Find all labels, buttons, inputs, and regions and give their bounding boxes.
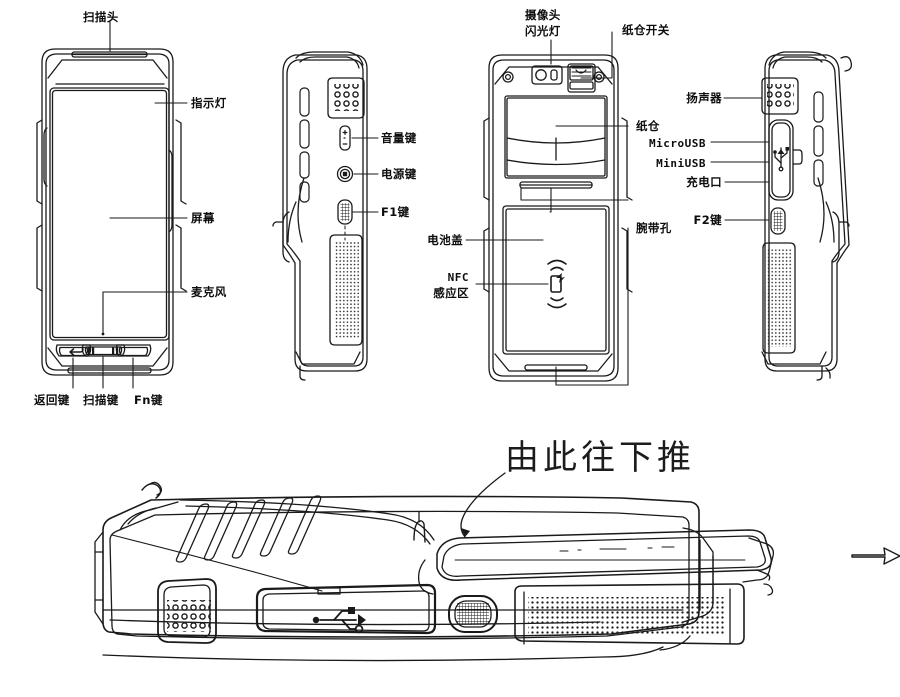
label-nfc-zone: 感应区 (433, 286, 469, 300)
direction-arrow-icon (851, 547, 900, 565)
label-battery-cover: 电池盖 (427, 233, 463, 247)
usb-icon-bottom (312, 607, 366, 634)
label-back-key: 返回键 (34, 393, 70, 407)
back-view-leaders (465, 31, 629, 386)
label-screen: 屏幕 (191, 211, 215, 225)
front-view-leaders (72, 21, 188, 389)
nfc-icon (547, 259, 567, 309)
label-charge-port: 充电口 (686, 175, 722, 189)
label-micro-usb: MicroUSB (649, 137, 706, 150)
usb-icon (773, 147, 790, 172)
label-paper-bin: 纸仓 (636, 119, 660, 133)
label-nfc: NFC (447, 271, 469, 284)
label-fn-key: Fn键 (134, 393, 163, 407)
label-speaker: 扬声器 (686, 91, 722, 105)
label-indicator-light: 指示灯 (191, 96, 227, 110)
label-f1-key: F1键 (381, 205, 410, 219)
right-side-leaders (710, 97, 770, 221)
label-camera: 摄像头 (525, 8, 561, 22)
bottom-detail-headline: 由此往下推 (505, 438, 695, 478)
label-volume-key: 音量键 (381, 131, 417, 145)
label-paper-switch: 纸仓开关 (622, 23, 670, 37)
left-side-view-drawing (272, 51, 368, 381)
right-side-view-drawing (761, 51, 853, 381)
bottom-detail-drawing (94, 481, 775, 662)
bottom-internal-leader (111, 534, 323, 592)
label-strap-hole: 腕带孔 (636, 221, 672, 235)
label-scan-head: 扫描头 (83, 10, 119, 24)
left-side-leaders (351, 137, 379, 213)
bottom-callout-leader (460, 472, 506, 538)
back-view-drawing (483, 54, 633, 382)
label-flash: 闪光灯 (525, 24, 561, 38)
label-microphone: 麦克风 (191, 285, 227, 299)
label-power-key: 电源键 (381, 167, 417, 181)
label-mini-usb: MiniUSB (656, 157, 706, 170)
front-view-drawing (36, 48, 187, 376)
label-scan-key: 扫描键 (83, 393, 119, 407)
label-f2-key: F2键 (693, 213, 722, 227)
